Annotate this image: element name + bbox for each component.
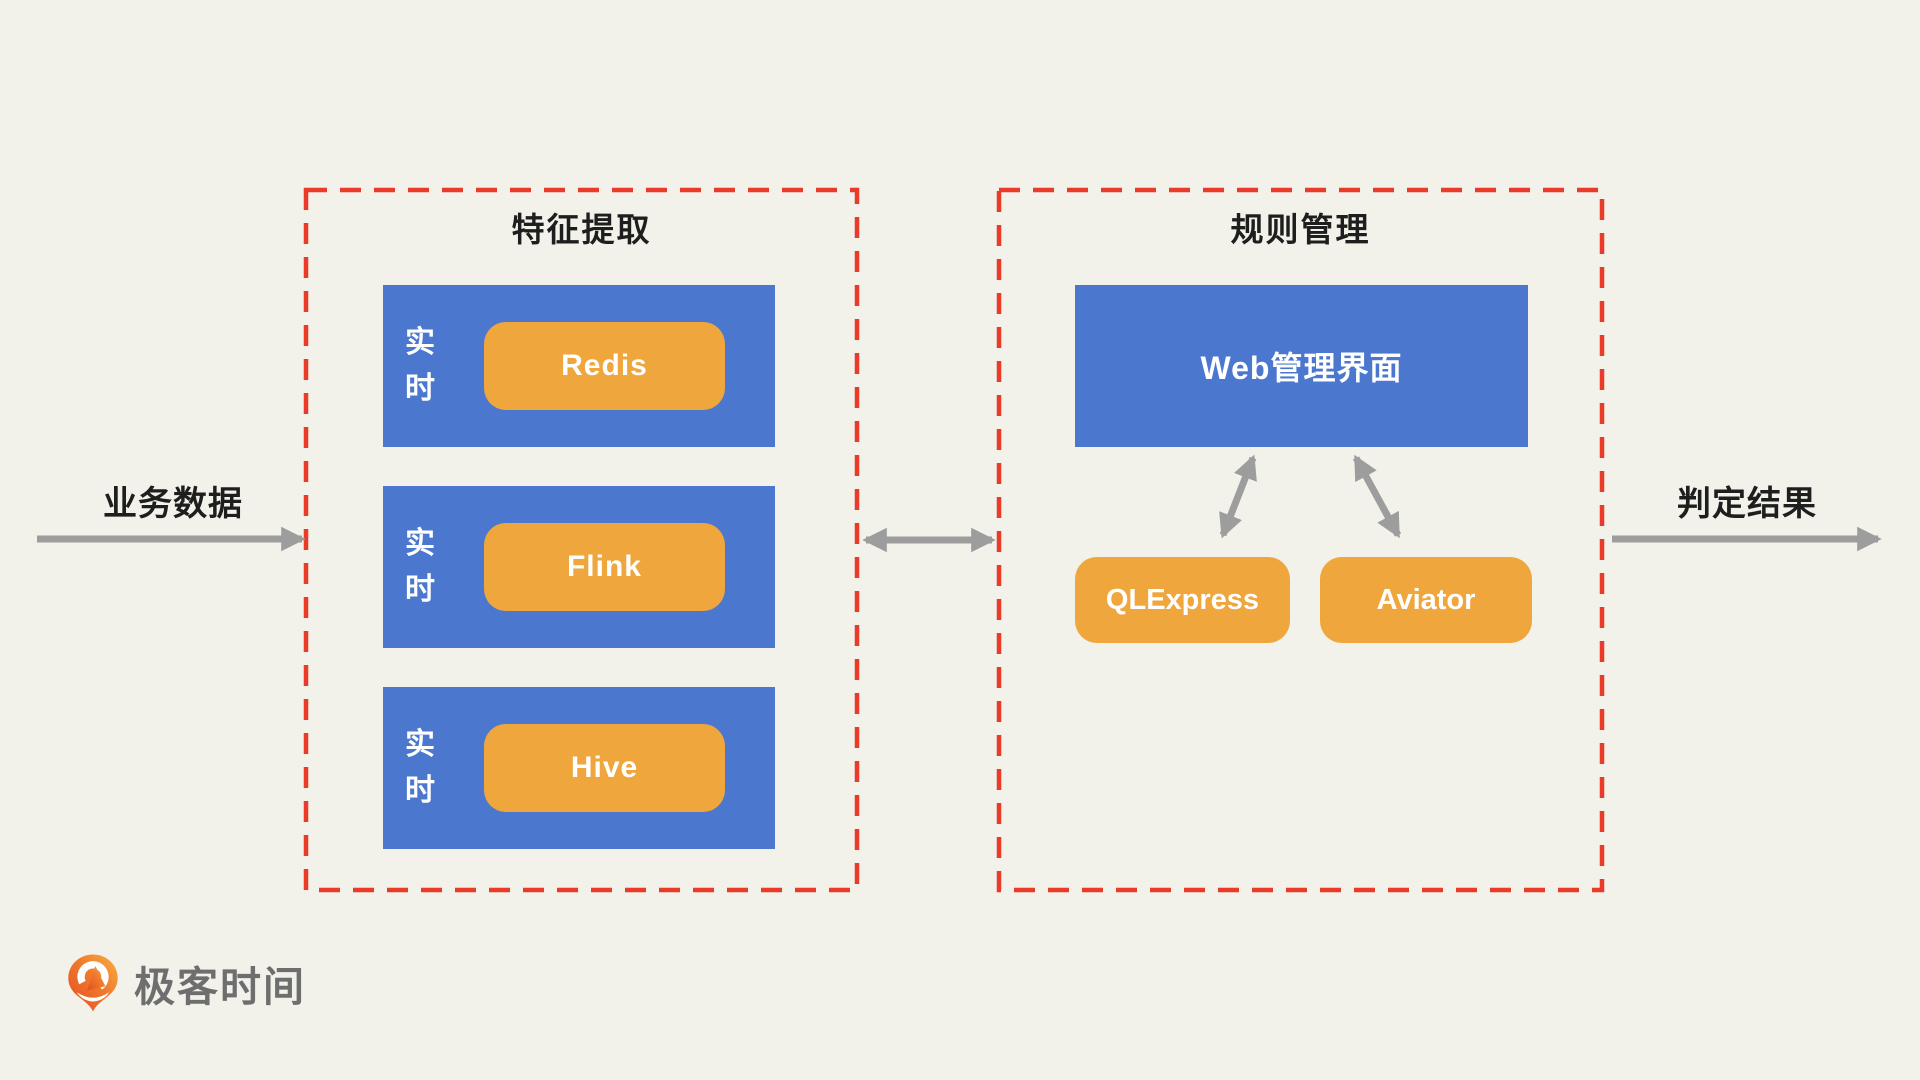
geektime-logo: 极客时间 xyxy=(66,948,306,1018)
rule-panel-title: 规则管理 xyxy=(1230,211,1371,248)
input-flow-label: 业务数据 xyxy=(103,485,243,523)
tech-chip-redis: Redis xyxy=(484,322,725,410)
engine-chip-qlexpress: QLExpress xyxy=(1075,557,1290,643)
feature-row-hive: 实时 Hive xyxy=(383,687,775,849)
feature-row-redis: 实时 Redis xyxy=(383,285,775,447)
engine-chip-aviator: Aviator xyxy=(1320,557,1532,643)
tech-chip-flink: Flink xyxy=(484,523,725,611)
tech-chip-hive: Hive xyxy=(484,724,725,812)
geektime-logo-icon xyxy=(68,954,118,1012)
feature-row-flink: 实时 Flink xyxy=(383,486,775,648)
realtime-tag: 实时 xyxy=(405,326,435,405)
feature-panel-title: 特征提取 xyxy=(511,211,652,248)
geektime-logo-text: 极客时间 xyxy=(134,964,306,1010)
output-flow-label: 判定结果 xyxy=(1677,485,1817,523)
web-console-box: Web管理界面 xyxy=(1075,285,1528,447)
web-qlexpress-arrow xyxy=(1219,454,1257,539)
realtime-tag: 实时 xyxy=(405,728,435,807)
web-aviator-arrow xyxy=(1352,454,1402,539)
realtime-tag: 实时 xyxy=(405,527,435,606)
